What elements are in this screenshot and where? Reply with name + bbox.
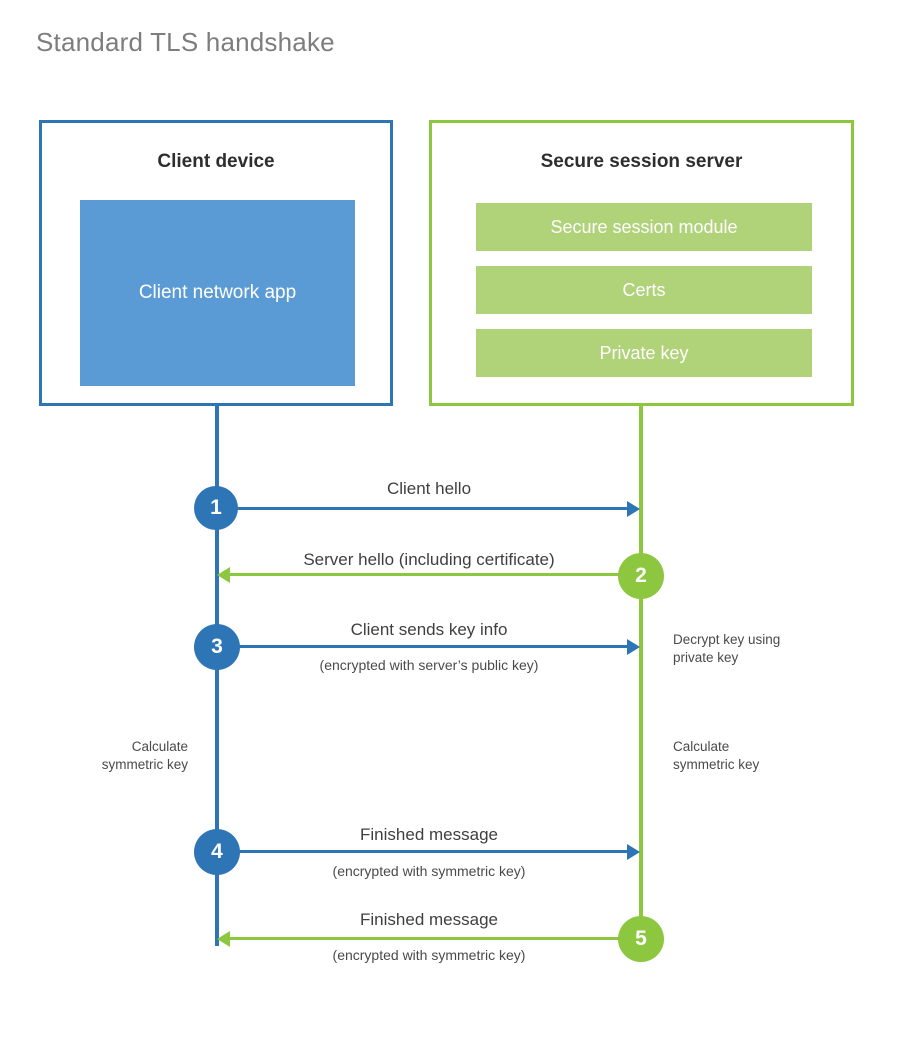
server-module-private-key: Private key: [476, 329, 812, 377]
step-3-arrow-line: [217, 645, 627, 648]
client-lifeline: [215, 406, 219, 946]
step-2-arrow-line: [230, 573, 641, 576]
step-5-sublabel: (encrypted with symmetric key): [332, 947, 526, 963]
step-marker-2: 2: [618, 553, 664, 599]
server-module-certs: Certs: [476, 266, 812, 314]
server-lifeline: [639, 406, 643, 941]
step-4-sublabel: (encrypted with symmetric key): [332, 863, 526, 879]
client-network-app-block: Client network app: [80, 200, 355, 386]
step-4-arrow-head-right-icon: [627, 843, 640, 860]
step-5-label: Finished message: [360, 910, 498, 929]
step-marker-1: 1: [194, 486, 238, 530]
step-1-arrow-line: [217, 507, 627, 510]
secure-session-server-box: Secure session server Secure session mod…: [429, 120, 854, 406]
client-device-title: Client device: [157, 151, 275, 172]
step-4-arrow-line: [217, 850, 627, 853]
secure-session-server-title: Secure session server: [540, 151, 743, 172]
step-5-arrow-head-left-icon: [217, 930, 230, 947]
step-marker-4: 4: [194, 829, 240, 875]
step-5-arrow-line: [230, 937, 641, 940]
step-4-label: Finished message: [360, 825, 498, 844]
step-1-label: Client hello: [386, 479, 472, 498]
server-module-secure-session-module: Secure session module: [476, 203, 812, 251]
note-client-calculate-symmetric-key: Calculate symmetric key: [101, 739, 188, 773]
note-decrypt-key: Decrypt key using private key: [673, 632, 781, 666]
step-3-label: Client sends key info: [350, 620, 508, 639]
step-2-label: Server hello (including certificate): [303, 550, 555, 569]
step-marker-3: 3: [194, 624, 240, 670]
step-2-arrow-head-left-icon: [217, 566, 230, 583]
page-title: Standard TLS handshake: [36, 27, 335, 57]
step-1-arrow-head-right-icon: [627, 500, 640, 517]
step-marker-5: 5: [618, 916, 664, 962]
step-3-arrow-head-right-icon: [627, 638, 640, 655]
note-server-calculate-symmetric-key: Calculate symmetric key: [673, 739, 760, 773]
step-3-sublabel: (encrypted with server’s public key): [319, 657, 539, 673]
client-device-box: Client device Client network app: [39, 120, 393, 406]
